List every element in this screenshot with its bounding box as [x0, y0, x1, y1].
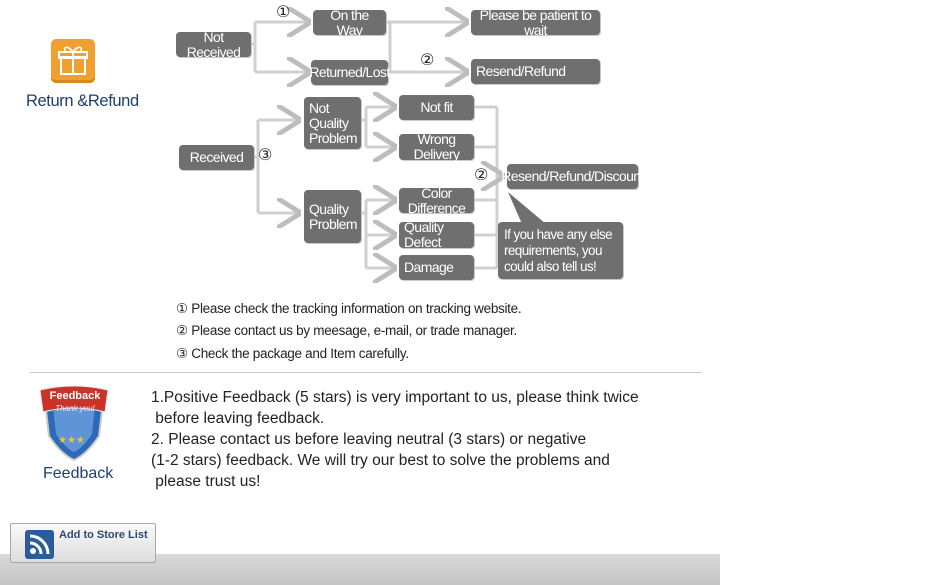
marker-1: ①: [276, 2, 291, 21]
not-quality-problem-box: Not Quality Problem: [304, 97, 361, 149]
svg-text:★★★: ★★★: [58, 435, 85, 446]
feedback-badge-subtitle: Thank you!: [55, 404, 95, 413]
returned-lost-box: Returned/Lost: [309, 60, 390, 85]
feedback-line-2: before leaving feedback.: [151, 410, 325, 427]
feedback-line-4: (1-2 stars) feedback. We will try our be…: [151, 452, 610, 469]
feedback-shield-icon: ★★★: [39, 385, 109, 462]
not-fit-box: Not fit: [399, 95, 474, 120]
add-to-store-list-button[interactable]: Add to Store List: [10, 523, 156, 563]
gift-icon: [51, 39, 95, 83]
feedback-label: Feedback: [43, 465, 114, 482]
quality-problem-box: Quality Problem: [304, 190, 361, 243]
note-1: ① Please check the tracking information …: [176, 301, 522, 316]
marker-2: ②: [420, 50, 435, 69]
section-divider: [30, 372, 702, 373]
feedback-section: ★★★ Feedback Thank you! Feedback: [34, 384, 134, 484]
flow-connectors: [251, 0, 940, 300]
resend-refund-box: Resend/Refund: [471, 59, 600, 84]
damage-box: Damage: [399, 255, 474, 280]
resend-refund-discount-box: Resend/Refund/Discount: [501, 164, 644, 189]
on-the-way-box: On the Way: [313, 7, 386, 37]
received-box: Received: [179, 145, 254, 170]
add-to-store-list-label: Add to Store List: [59, 529, 148, 541]
note-3: ③ Check the package and Item carefully.: [176, 346, 409, 361]
return-refund-section: Return &Refund: [20, 36, 150, 116]
marker-3: ③: [258, 145, 273, 164]
note-2: ② Please contact us by meesage, e-mail, …: [176, 323, 517, 338]
rss-icon: [25, 530, 54, 559]
feedback-line-3: 2. Please contact us before leaving neut…: [151, 431, 587, 448]
quality-defect-box: Quality Defect: [399, 220, 474, 250]
wrong-delivery-box: Wrong Delivery: [399, 132, 474, 162]
not-received-box: Not Received: [176, 29, 251, 59]
return-refund-title: Return &Refund: [26, 92, 139, 110]
feedback-line-1: 1.Positive Feedback (5 stars) is very im…: [151, 389, 639, 406]
marker-2b: ②: [474, 165, 489, 184]
callout-pointer: [508, 192, 546, 224]
color-difference-box: Color Difference: [399, 185, 474, 215]
please-be-patient-box: Please be patient to wait: [471, 7, 600, 37]
feedback-badge-title: Feedback: [49, 390, 101, 402]
feedback-line-5: please trust us!: [151, 473, 261, 490]
callout-box: If you have any else requirements, you c…: [498, 222, 623, 279]
